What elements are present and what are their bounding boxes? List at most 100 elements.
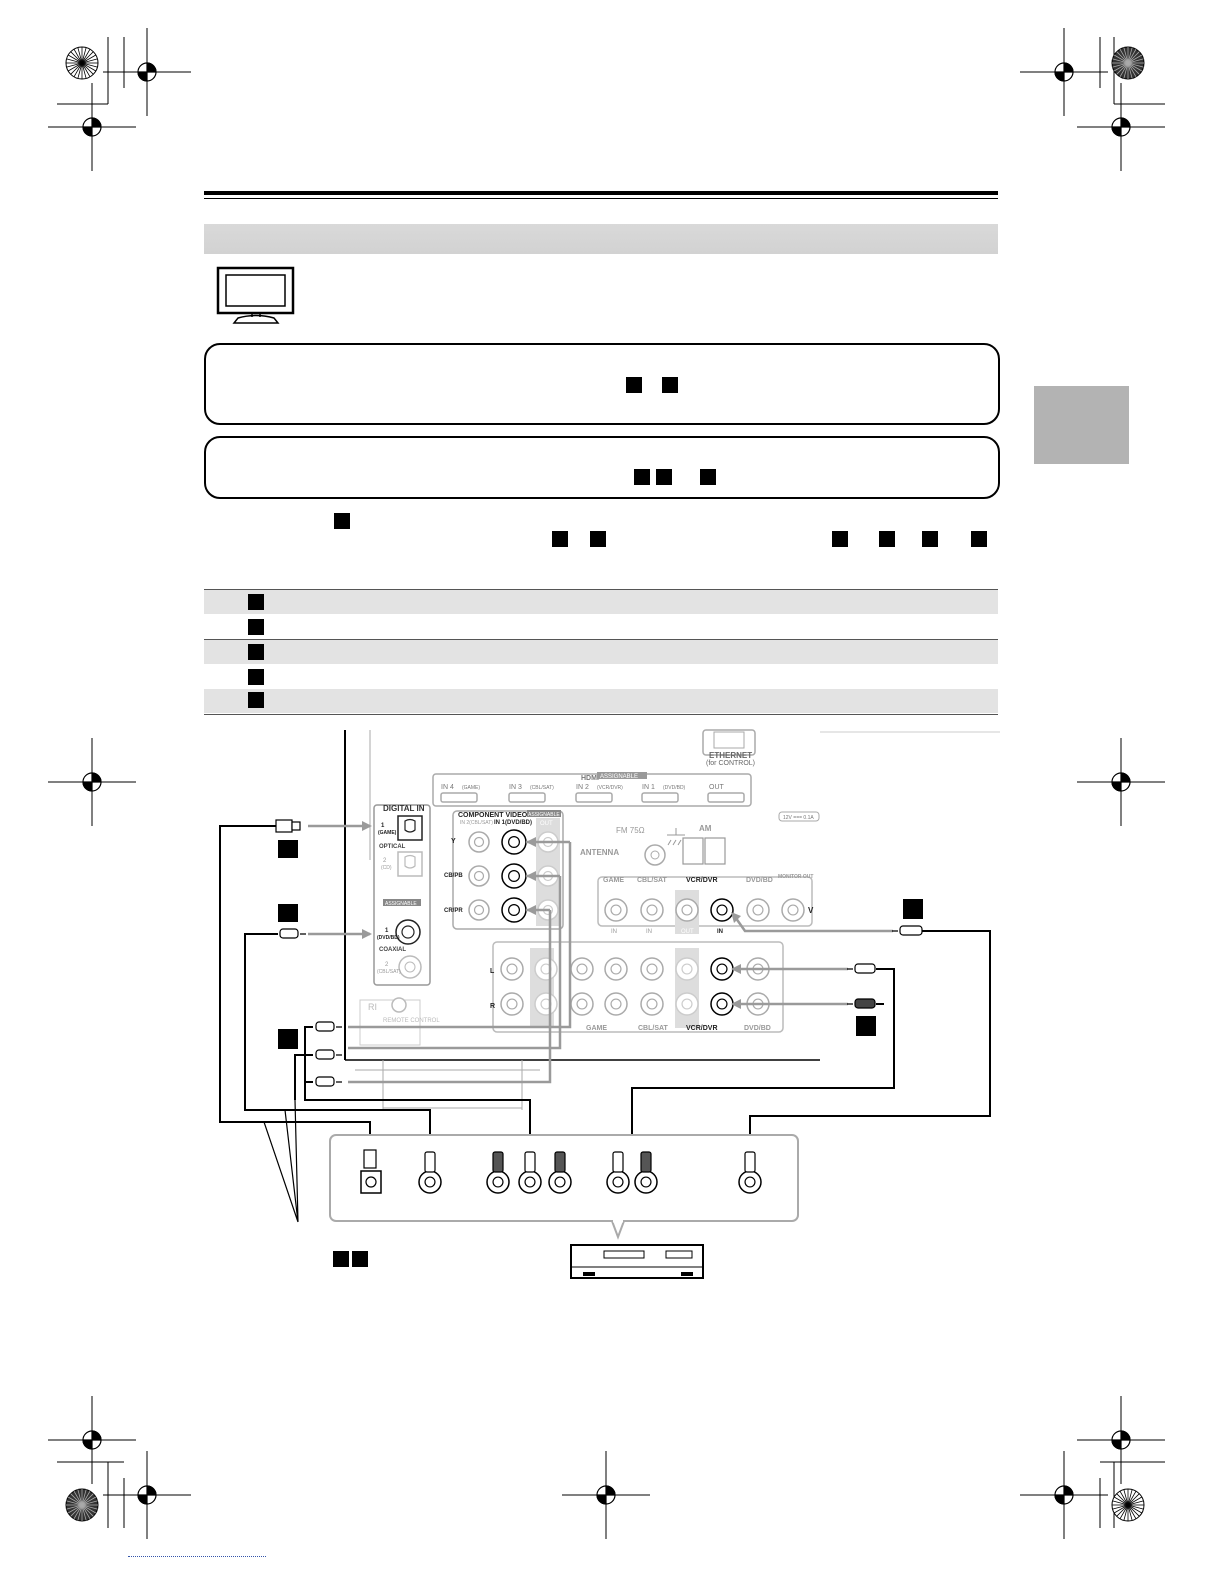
optical-1: 1: [381, 823, 385, 829]
hdmi-in1: IN 1: [642, 784, 655, 791]
video-jack: [781, 898, 805, 922]
audio-jack: [534, 957, 558, 981]
component-jack: [468, 865, 490, 887]
audio-jack: [710, 957, 734, 981]
note-box-hdmi: [204, 343, 1000, 425]
audio-src-game: GAME: [586, 1025, 607, 1032]
antenna-label: ANTENNA: [580, 848, 619, 857]
audio-jack: [675, 957, 699, 981]
digital-in-label: DIGITAL IN: [383, 804, 425, 813]
legend-row: [204, 689, 998, 713]
component-jack: [468, 831, 490, 853]
monitor-out-label: MONITOR OUT: [778, 874, 813, 880]
hdmi-in2-src: (VCR/DVR): [597, 785, 623, 791]
device-optical-jack: [360, 1149, 382, 1194]
registration-target: [103, 28, 191, 116]
r-label: R: [490, 1003, 495, 1010]
video-jack: [640, 898, 664, 922]
tv-icon: [216, 266, 295, 324]
audio-jack: [570, 992, 594, 1016]
table-rule: [204, 639, 998, 640]
legend-row: [204, 590, 998, 614]
audio-src-dvdbd: DVD/BD: [744, 1025, 771, 1032]
registration-target: [103, 1451, 191, 1539]
audio-jack: [570, 957, 594, 981]
optical-1-src: (GAME): [378, 830, 397, 836]
connection-diagram: ETHERNET (for CONTROL) HDMI ASSIGNABLE I…: [219, 729, 1000, 1279]
audio-jack: [710, 992, 734, 1016]
optical-2: 2: [383, 858, 387, 864]
ref-square: [656, 469, 672, 485]
video-jack: [604, 898, 628, 922]
remote-control-label: REMOTE CONTROL: [383, 1018, 440, 1024]
ri-label: RI: [368, 1002, 377, 1012]
ref-square: [922, 531, 938, 547]
fm-label: FM 75Ω: [616, 826, 645, 835]
registration-target: [1077, 738, 1165, 826]
registration-target: [1020, 28, 1108, 116]
hdmi-in3-src: (CBL/SAT): [530, 785, 554, 791]
ref-square: [634, 469, 650, 485]
component-jack: [501, 897, 527, 923]
component-jack: [501, 863, 527, 889]
registration-target: [1077, 1396, 1165, 1484]
hdmi-in2: IN 2: [576, 784, 589, 791]
hdmi-in4: IN 4: [441, 784, 454, 791]
device-jack: [738, 1170, 762, 1194]
ref-square: [590, 531, 606, 547]
optical-2-src: (CD): [381, 865, 392, 871]
pb-label: CB/PB: [444, 873, 463, 879]
audio-src-cblsat: CBL/SAT: [638, 1025, 669, 1032]
coaxial-2: 2: [385, 962, 389, 968]
ethernet-label: ETHERNET: [709, 751, 752, 760]
ethernet-sub-label: (for CONTROL): [706, 760, 755, 767]
device-plug: [612, 1151, 624, 1173]
video-in-label: IN: [646, 929, 652, 935]
component-jack: [501, 829, 527, 855]
table-top-rule: [204, 589, 998, 590]
ref-square: [879, 531, 895, 547]
hdmi-in3: IN 3: [509, 784, 522, 791]
device-jack: [518, 1170, 542, 1194]
optical-label: OPTICAL: [379, 844, 406, 850]
registration-starburst: [1111, 46, 1145, 80]
video-jack: [675, 898, 699, 922]
video-jack: [710, 898, 734, 922]
coaxial-label: COAXIAL: [379, 947, 406, 953]
device-jack: [418, 1170, 442, 1194]
audio-jack: [675, 992, 699, 1016]
audio-jack: [604, 992, 628, 1016]
video-jack: [746, 898, 770, 922]
device-plug: [640, 1151, 652, 1173]
pr-label: CR/PR: [444, 908, 463, 914]
hdmi-label: HDMI: [581, 775, 599, 782]
video-src-cblsat: CBL/SAT: [637, 877, 668, 884]
device-plug: [744, 1151, 756, 1173]
power-label: 12V === 0.1A: [783, 815, 814, 821]
chapter-side-tab: [1034, 386, 1129, 464]
registration-starburst: [1111, 1488, 1145, 1522]
device-jack: [486, 1170, 510, 1194]
footer-link[interactable]: [128, 1555, 266, 1557]
device-plug: [524, 1151, 536, 1173]
section-heading-band: [204, 224, 998, 254]
coaxial-1: 1: [385, 928, 389, 934]
header-rule: [204, 191, 998, 195]
l-label: L: [490, 968, 495, 975]
video-src-game: GAME: [603, 877, 624, 884]
audio-jack: [500, 957, 524, 981]
header-rule-thin: [204, 198, 998, 199]
coaxial-1-src: (DVD/BD): [377, 935, 400, 941]
coaxial-assignable: ASSIGNABLE: [385, 901, 417, 907]
ref-square: [552, 531, 568, 547]
y-label: Y: [451, 838, 456, 845]
hdmi-out: OUT: [709, 784, 725, 791]
component-jack: [468, 899, 490, 921]
registration-target: [48, 83, 136, 171]
am-label: AM: [699, 824, 712, 833]
ref-square: [832, 531, 848, 547]
registration-target: [48, 738, 136, 826]
component-in1: IN 1(DVD/BD): [494, 820, 532, 826]
component-in2: IN 2(CBL/SAT): [460, 820, 493, 826]
registration-starburst: [65, 1488, 99, 1522]
